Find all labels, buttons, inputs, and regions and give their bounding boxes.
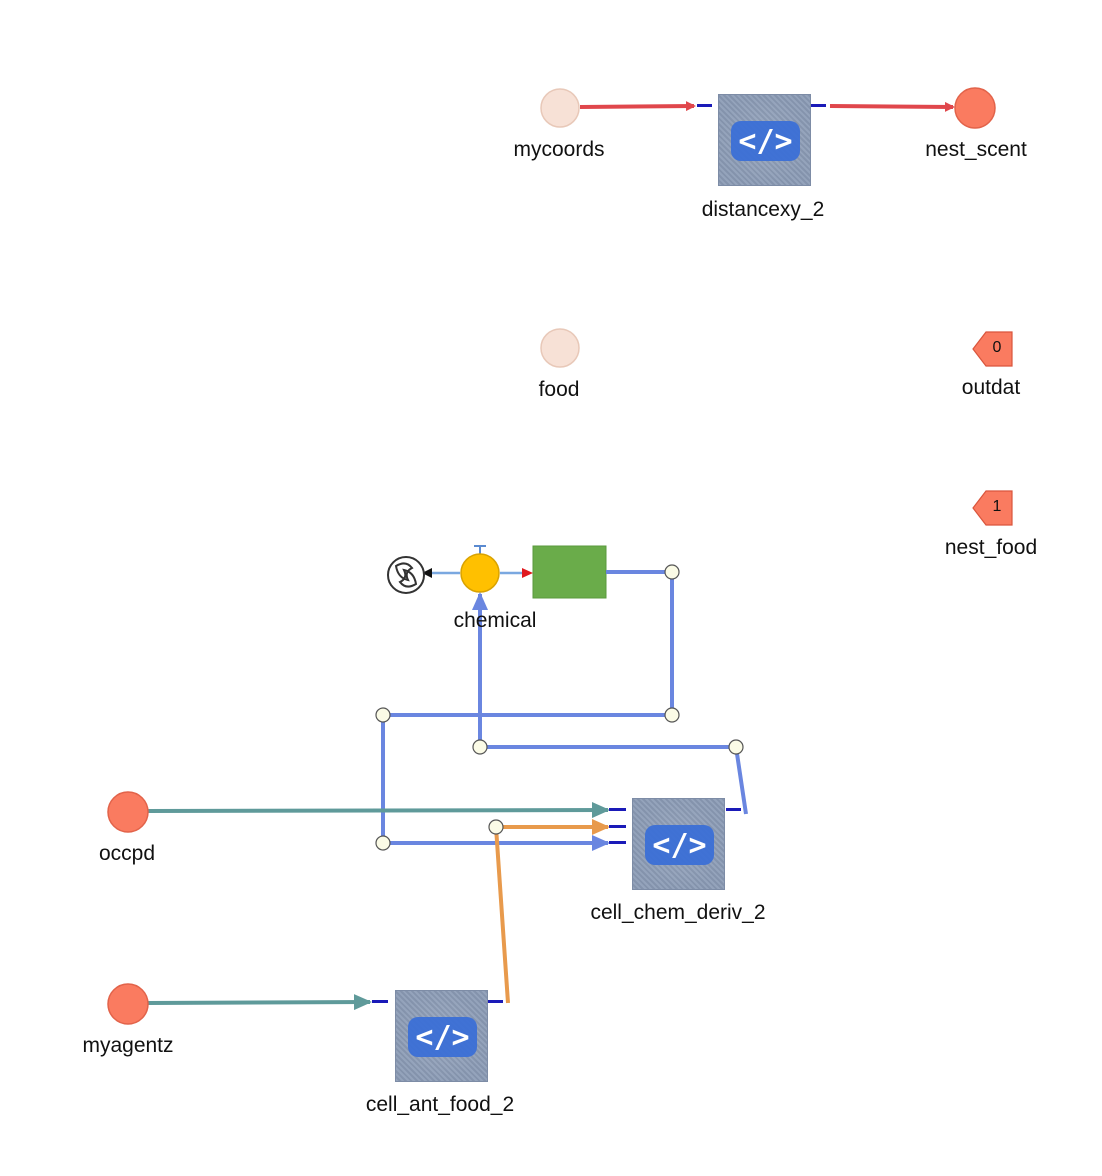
label-mycoords: mycoords xyxy=(513,138,605,161)
code-icon: </> xyxy=(731,121,800,161)
label-distancexy-2: distancexy_2 xyxy=(701,198,825,221)
chem-deriv-input-port-2[interactable] xyxy=(609,825,626,828)
chem-deriv-output-port[interactable] xyxy=(726,808,741,811)
nest-food-index: 1 xyxy=(992,498,1002,515)
label-food: food xyxy=(538,378,580,401)
label-nest-scent: nest_scent xyxy=(925,138,1027,161)
chem-deriv-input-port-1[interactable] xyxy=(609,808,626,811)
handle-point xyxy=(375,835,391,851)
code-icon: </> xyxy=(408,1017,477,1057)
variable-nest-scent-node[interactable] xyxy=(954,87,996,129)
handle-point xyxy=(664,707,680,723)
handle-point xyxy=(664,564,680,580)
label-outdat: outdat xyxy=(961,376,1021,399)
link-distancexy-nest-scent[interactable] xyxy=(829,101,955,112)
ant-food-output-port[interactable] xyxy=(488,1000,503,1003)
handle-point xyxy=(488,819,504,835)
output-outdat-flag[interactable] xyxy=(972,331,1013,367)
variable-mycoords-node[interactable] xyxy=(540,88,580,128)
code-block-cell-chem-deriv-2[interactable]: </> xyxy=(632,798,725,890)
stock-chemical-rect[interactable] xyxy=(532,545,607,599)
label-cell-chem-deriv-2: cell_chem_deriv_2 xyxy=(590,901,766,924)
label-myagentz: myagentz xyxy=(82,1034,174,1057)
outdat-index: 0 xyxy=(992,339,1002,356)
chem-deriv-input-port-3[interactable] xyxy=(609,841,626,844)
code-icon: </> xyxy=(645,825,714,865)
svg-text:</>: </> xyxy=(652,828,706,863)
svg-text:</>: </> xyxy=(415,1020,469,1055)
handle-point xyxy=(728,739,744,755)
handle-point xyxy=(472,739,488,755)
link-stock-feedback[interactable] xyxy=(381,570,674,851)
label-chemical: chemical xyxy=(453,609,537,632)
handle-point xyxy=(375,707,391,723)
svg-text:</>: </> xyxy=(738,124,792,159)
code-block-cell-ant-food-2[interactable]: </> xyxy=(395,990,488,1082)
link-handles[interactable] xyxy=(375,564,744,851)
output-nest-food-flag[interactable] xyxy=(972,490,1013,526)
link-mycoords-distancexy[interactable] xyxy=(579,101,696,112)
code-block-distancexy-2[interactable]: </> xyxy=(718,94,811,186)
label-occpd: occpd xyxy=(98,842,156,865)
ant-food-input-port[interactable] xyxy=(372,1000,388,1003)
link-myagentz-ant-food[interactable] xyxy=(147,994,372,1011)
cloud-source-icon[interactable] xyxy=(387,556,425,594)
variable-occpd-node[interactable] xyxy=(107,791,149,833)
variable-myagentz-node[interactable] xyxy=(107,983,149,1025)
variable-food-node[interactable] xyxy=(540,328,580,368)
label-cell-ant-food-2: cell_ant_food_2 xyxy=(365,1093,515,1116)
flow-valve-icon[interactable] xyxy=(460,545,500,593)
distancexy-input-port[interactable] xyxy=(697,104,712,107)
flow-arrowhead-left xyxy=(422,568,432,578)
link-occpd-chem-deriv[interactable] xyxy=(147,802,610,819)
distancexy-output-port[interactable] xyxy=(811,104,826,107)
flow-arrowhead-right xyxy=(522,568,533,578)
label-nest-food: nest_food xyxy=(944,536,1038,559)
link-chem-deriv-to-valve[interactable] xyxy=(472,592,748,815)
